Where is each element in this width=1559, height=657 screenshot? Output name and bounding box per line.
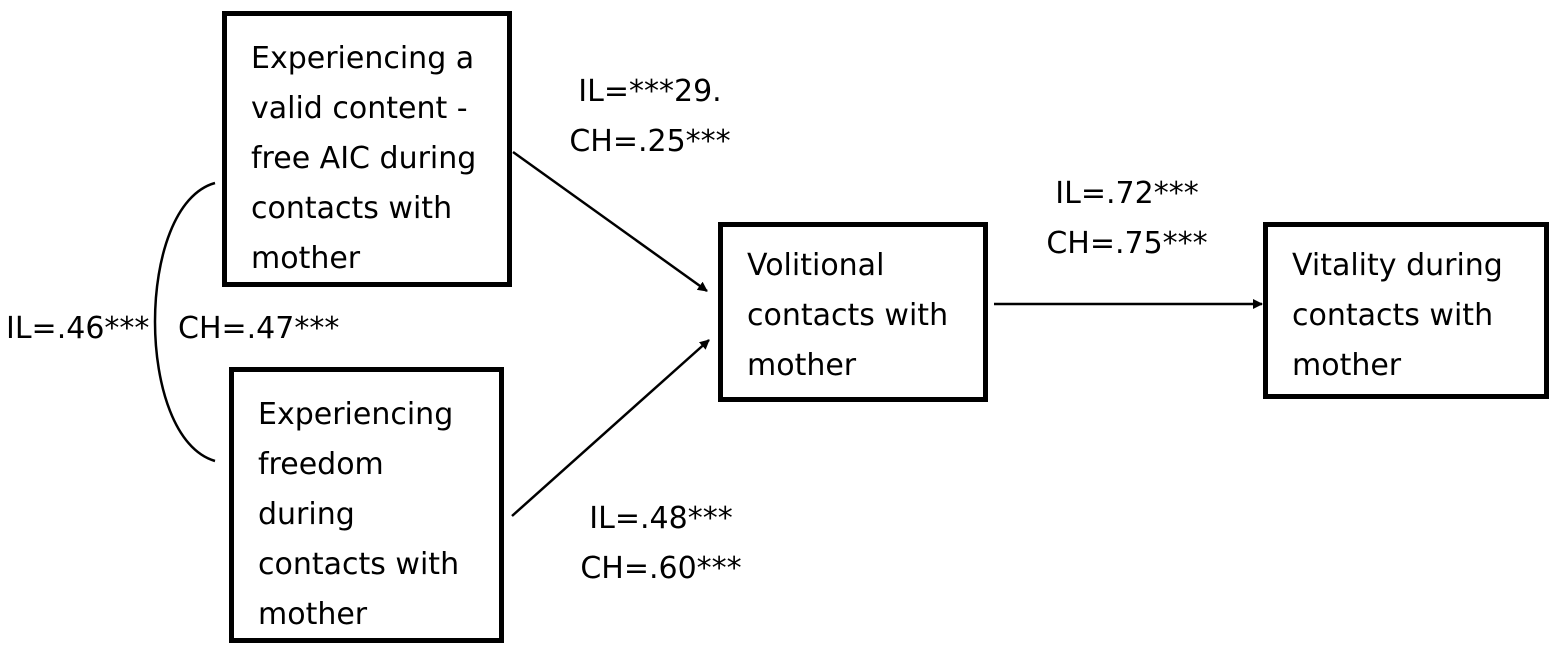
label-freedom-path: IL=.48*** CH=.60*** xyxy=(556,494,766,594)
box-freedom-line: Experiencing xyxy=(258,397,454,432)
box-aic-line: contacts with xyxy=(251,191,453,226)
box-aic-text: Experiencing a valid content - free AIC … xyxy=(251,34,499,284)
box-vitality-text: Vitality during contacts with mother xyxy=(1292,241,1536,391)
box-vitality-line: mother xyxy=(1292,348,1402,383)
label-vitality-path: IL=.72*** CH=.75*** xyxy=(1022,169,1232,269)
correlation-curve xyxy=(153,181,216,463)
label-aic-path: IL=***29. CH=.25*** xyxy=(545,67,755,167)
label-vitality-il: IL=.72*** xyxy=(1055,176,1199,211)
box-aic-line: mother xyxy=(251,241,361,276)
box-volitional-line: contacts with xyxy=(747,298,949,333)
box-aic: Experiencing a valid content - free AIC … xyxy=(222,11,512,287)
box-freedom: Experiencing freedom during contacts wit… xyxy=(229,367,504,643)
label-aic-il: IL=***29. xyxy=(578,74,722,109)
box-aic-line: Experiencing a xyxy=(251,41,475,76)
box-vitality-line: contacts with xyxy=(1292,298,1494,333)
box-aic-line: free AIC during xyxy=(251,141,477,176)
box-freedom-line: contacts with xyxy=(258,547,460,582)
box-freedom-text: Experiencing freedom during contacts wit… xyxy=(258,390,491,640)
label-vitality-ch: CH=.75*** xyxy=(1046,226,1208,261)
arrow-freedom-to-volitional xyxy=(511,339,710,517)
box-aic-line: valid content - xyxy=(251,91,468,126)
box-freedom-line: mother xyxy=(258,597,368,632)
label-aic-ch: CH=.25*** xyxy=(569,124,731,159)
box-volitional-text: Volitional contacts with mother xyxy=(747,241,975,391)
box-vitality: Vitality during contacts with mother xyxy=(1263,222,1549,399)
box-freedom-line: freedom xyxy=(258,447,384,482)
label-correlation-il: IL=.46*** xyxy=(6,311,150,346)
box-volitional: Volitional contacts with mother xyxy=(718,222,988,402)
box-vitality-line: Vitality during xyxy=(1292,248,1503,283)
box-volitional-line: Volitional xyxy=(747,248,885,283)
label-freedom-ch: CH=.60*** xyxy=(580,551,742,586)
box-freedom-line: during xyxy=(258,497,355,532)
label-correlation-ch: CH=.47*** xyxy=(178,311,340,346)
arrow-aic-to-volitional xyxy=(512,150,708,293)
box-volitional-line: mother xyxy=(747,348,857,383)
label-freedom-il: IL=.48*** xyxy=(589,501,733,536)
